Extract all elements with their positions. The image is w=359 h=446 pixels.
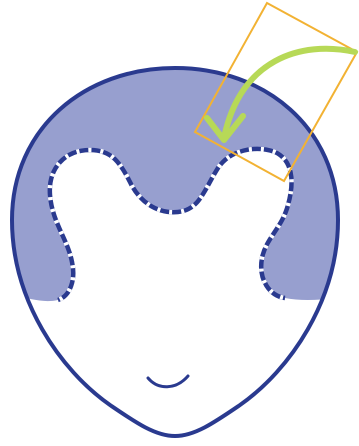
head-hair-diagram bbox=[0, 0, 359, 446]
